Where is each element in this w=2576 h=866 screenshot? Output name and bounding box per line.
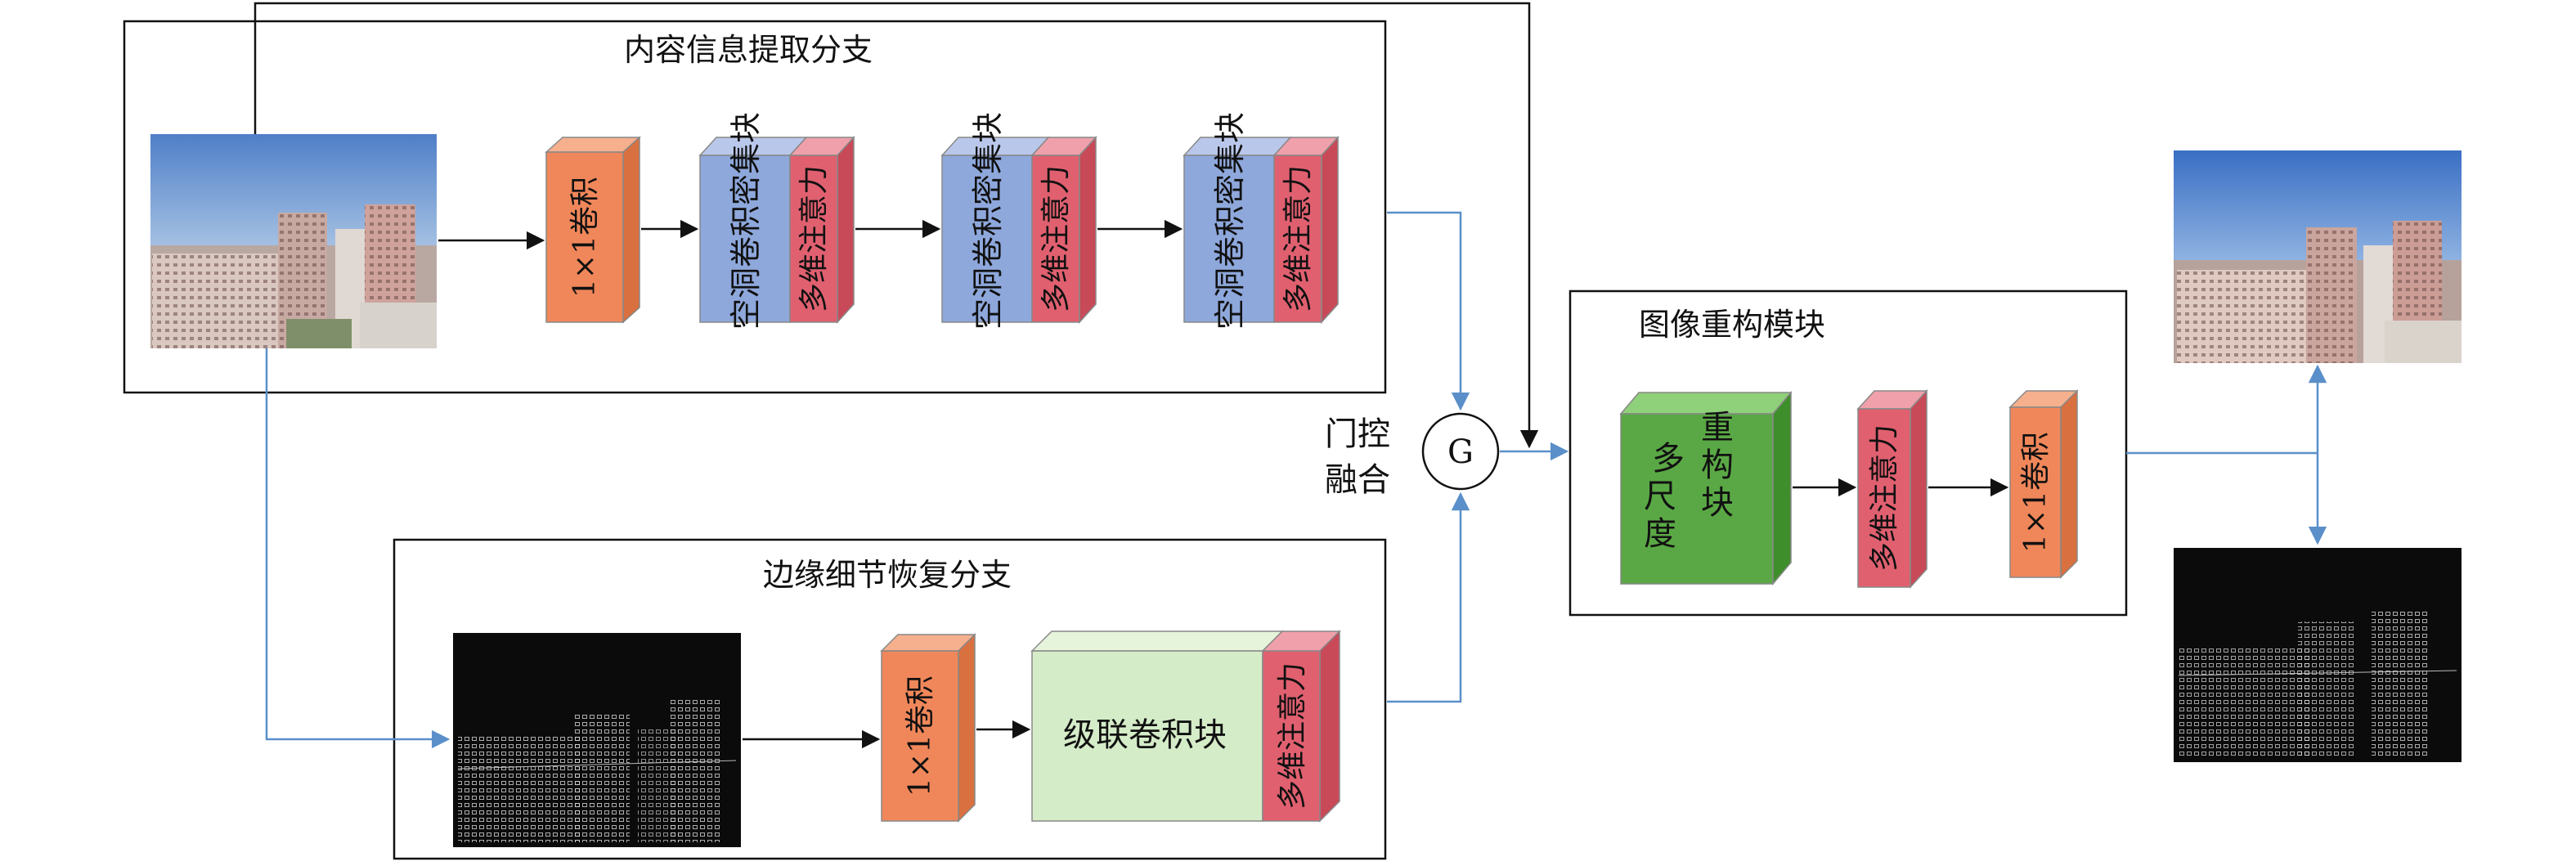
cascade-conv-attention-block: 级联卷积块 多维注意力 [1030,630,1341,823]
attention-label: 多维注意力 [797,165,831,312]
attention-block-reconstruct: 多维注意力 [1856,389,1928,589]
dilated-dense-attention-block-2: 空洞卷积密集块 多维注意力 [940,112,1097,330]
conv1x1-block-edge: 1×1卷积 [880,633,976,823]
multiscale-char: 尺 [1644,478,1676,515]
multiscale-char: 度 [1644,515,1676,553]
conv1x1-label: 1×1卷积 [904,675,937,796]
attention-label: 多维注意力 [1039,165,1073,312]
edge-branch-title: 边缘细节恢复分支 [763,557,1012,593]
conv1x1-block-content: 1×1卷积 [545,136,641,324]
gated-fusion-symbol: G [1447,433,1474,471]
input-photo [150,134,437,348]
reconstruct-module-title: 图像重构模块 [1639,307,1825,343]
output-edge-map [2174,548,2462,762]
content-branch-frame [123,20,1387,394]
multiscale-char: 构 [1701,446,1734,484]
dilated-dense-label: 空洞卷积密集块 [1212,112,1248,330]
black-arrows [254,2,2009,749]
blue-arrows [265,211,2327,749]
multiscale-char: 重 [1701,409,1734,446]
edge-map-image [453,633,741,847]
multiscale-char: 块 [1701,484,1734,522]
attention-label: 多维注意力 [1868,424,1901,572]
dilated-dense-label: 空洞卷积密集块 [728,112,764,330]
edge-branch-frame [393,538,1387,860]
conv1x1-block-reconstruct: 1×1卷积 [2008,389,2079,579]
multiscale-reconstruct-block: 多 尺 度 重 构 块 [1619,390,1793,586]
gated-fusion-label-line1: 门控 [1325,415,1390,453]
output-photo [2174,150,2462,363]
cascade-conv-label: 级联卷积块 [1063,716,1227,754]
conv1x1-label: 1×1卷积 [2019,432,2053,553]
multiscale-char: 多 [1652,440,1685,478]
attention-label: 多维注意力 [1276,662,1309,810]
dilated-dense-label: 空洞卷积密集块 [970,112,1006,330]
gated-fusion-node: G [1421,412,1500,491]
content-branch-title: 内容信息提取分支 [624,32,873,68]
dilated-dense-attention-block-1: 空洞卷积密集块 多维注意力 [698,112,855,330]
conv1x1-label: 1×1卷积 [568,177,602,298]
dilated-dense-attention-block-3: 空洞卷积密集块 多维注意力 [1183,112,1340,330]
attention-label: 多维注意力 [1281,165,1315,312]
gated-fusion-label-line2: 融合 [1325,461,1390,499]
